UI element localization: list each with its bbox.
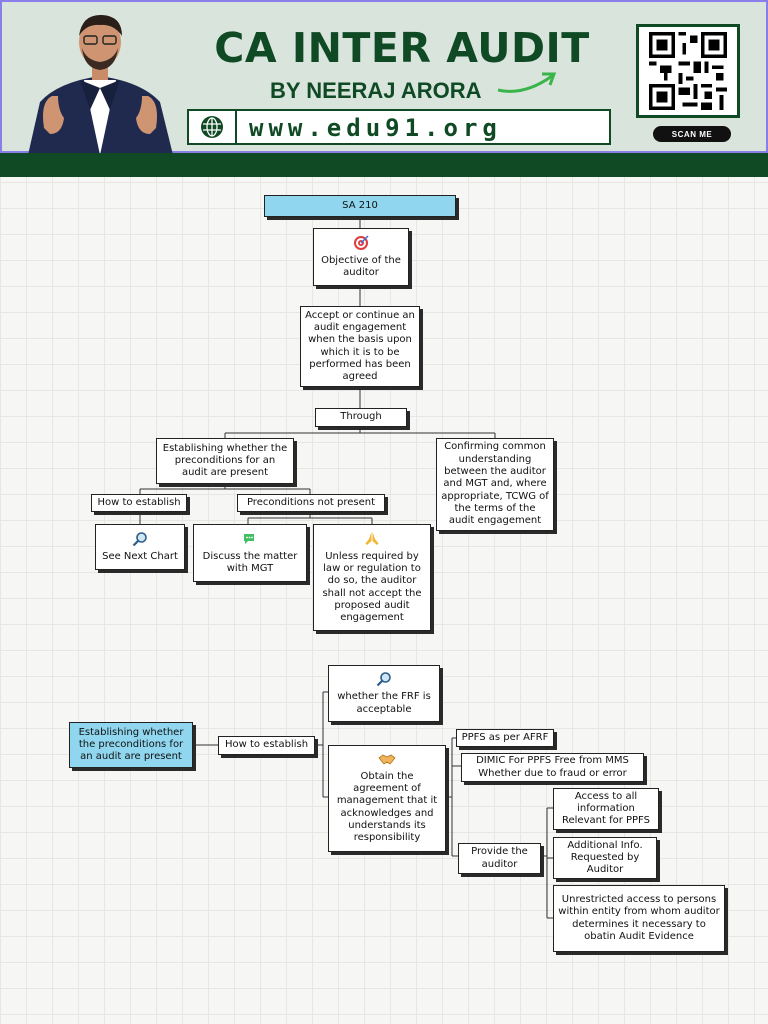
node-discuss: Discuss the matter with MGT xyxy=(193,524,307,582)
scan-me-label: SCAN ME xyxy=(653,126,731,142)
handshake-icon xyxy=(378,754,396,765)
node-discuss-label: Discuss the matter with MGT xyxy=(202,550,298,574)
node-unless: Unless required by law or regulation to … xyxy=(313,524,431,631)
node-how-to-establish-2-label: How to establish xyxy=(224,739,309,751)
banner-subtitle: BY NEERAJ ARORA xyxy=(270,78,482,103)
node-through-label: Through xyxy=(340,411,382,423)
node-dimic-label: DIMIC For PPFS Free from MMS Whether due… xyxy=(476,755,629,779)
website-box[interactable]: www.edu91.org xyxy=(187,109,611,145)
node-frf: whether the FRF is acceptable xyxy=(328,665,440,722)
globe-icon xyxy=(189,111,237,143)
node-frf-label: whether the FRF is acceptable xyxy=(337,691,431,715)
node-establishing-label: Establishing whether the preconditions f… xyxy=(162,442,288,479)
node-unrestricted: Unrestricted access to persons within en… xyxy=(553,885,725,952)
node-additional: Additional Info. Requested by Auditor xyxy=(553,837,657,879)
node-confirming: Confirming common understanding between … xyxy=(436,438,554,531)
node-accept: Accept or continue an audit engagement w… xyxy=(300,306,420,387)
banner-title: CA INTER AUDIT xyxy=(214,24,590,72)
node-objective-label: Objective of the auditor xyxy=(321,254,401,278)
node-unless-label: Unless required by law or regulation to … xyxy=(322,550,422,624)
node-unrestricted-label: Unrestricted access to persons within en… xyxy=(558,893,720,942)
node-provide: Provide the auditor xyxy=(458,843,541,874)
node-objective: Objective of the auditor xyxy=(313,228,409,286)
node-ppfs: PPFS as per AFRF xyxy=(456,729,554,747)
node-sa210: SA 210 xyxy=(264,195,456,217)
node-establishing-2: Establishing whether the preconditions f… xyxy=(69,722,193,768)
node-how-to-establish-2: How to establish xyxy=(218,736,315,755)
node-obtain: Obtain the agreement of management that … xyxy=(328,745,446,852)
presenter-photo xyxy=(28,14,173,155)
arrow-swoosh-icon xyxy=(497,72,557,93)
node-access: Access to all information Relevant for P… xyxy=(553,788,659,830)
node-how-to-establish-1-label: How to establish xyxy=(97,496,181,508)
node-establishing-2-label: Establishing whether the preconditions f… xyxy=(78,726,184,763)
node-provide-label: Provide the auditor xyxy=(471,846,528,870)
target-icon xyxy=(354,235,369,250)
node-through: Through xyxy=(315,408,407,427)
node-obtain-label: Obtain the agreement of management that … xyxy=(336,770,438,844)
praying-hands-icon xyxy=(365,531,379,545)
node-accept-label: Accept or continue an audit engagement w… xyxy=(305,309,415,383)
speech-bubble-icon xyxy=(244,533,254,544)
node-preconditions-not-present: Preconditions not present xyxy=(237,494,385,512)
node-confirming-label: Confirming common understanding between … xyxy=(441,441,549,527)
node-ppfs-label: PPFS as per AFRF xyxy=(461,731,549,743)
node-see-next-chart: See Next Chart xyxy=(95,524,185,570)
header-banner: CA INTER AUDIT BY NEERAJ ARORA www.edu91… xyxy=(0,0,768,155)
magnifier-icon xyxy=(132,532,147,547)
node-preconditions-not-present-label: Preconditions not present xyxy=(246,496,376,508)
website-url[interactable]: www.edu91.org xyxy=(249,114,502,142)
node-access-label: Access to all information Relevant for P… xyxy=(562,790,650,827)
node-sa210-label: SA 210 xyxy=(342,199,378,211)
node-dimic: DIMIC For PPFS Free from MMS Whether due… xyxy=(461,753,644,782)
qr-code[interactable] xyxy=(636,24,740,118)
node-additional-label: Additional Info. Requested by Auditor xyxy=(567,839,643,876)
header-band xyxy=(0,153,768,177)
magnifier-icon xyxy=(376,672,391,687)
node-see-next-chart-label: See Next Chart xyxy=(102,550,178,562)
node-establishing: Establishing whether the preconditions f… xyxy=(156,438,294,484)
node-how-to-establish-1: How to establish xyxy=(91,494,187,512)
